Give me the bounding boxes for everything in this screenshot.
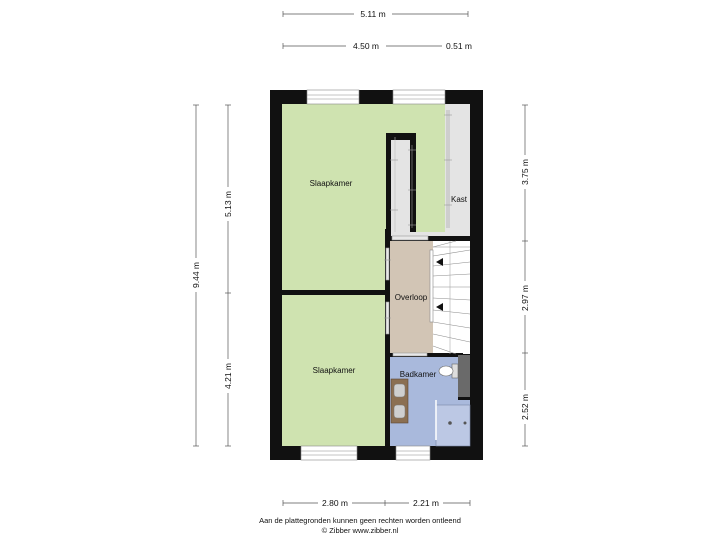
shower-icon — [435, 400, 471, 447]
toilet-icon — [438, 363, 459, 379]
footer-credit: © Zibber www.zibber.nl — [321, 526, 399, 535]
room-label-bedroom-top: Slaapkamer — [310, 179, 353, 188]
room-label-closet: Kast — [451, 195, 468, 204]
dim-left-lower: 4.21 m — [223, 363, 233, 389]
closet-floor — [391, 104, 470, 236]
dimension-labels: 5.11 m 4.50 m 0.51 m 2.80 m 2.21 m 9.44 … — [190, 8, 531, 509]
landing-floor — [390, 241, 433, 354]
footer-disclaimer: Aan de plattegronden kunnen geen rechten… — [259, 516, 461, 525]
dim-bottom-right: 2.21 m — [413, 498, 439, 508]
dim-left-upper: 5.13 m — [223, 191, 233, 217]
dim-right-middle: 2.97 m — [520, 285, 530, 311]
dim-top-left: 4.50 m — [353, 41, 379, 51]
dim-total-width: 5.11 m — [360, 9, 385, 19]
dim-top-right: 0.51 m — [446, 41, 472, 51]
stair-arrow-icon — [436, 258, 443, 311]
doors — [384, 110, 452, 357]
room-label-bedroom-bottom: Slaapkamer — [313, 366, 356, 375]
dim-right-lower: 2.52 m — [520, 394, 530, 420]
bedroom-bottom-floor — [282, 295, 385, 446]
bathroom-fixtures — [390, 363, 471, 447]
room-label-landing: Overloop — [395, 293, 428, 302]
sink-vanity-icon — [390, 378, 409, 424]
dim-right-upper: 3.75 m — [520, 159, 530, 185]
dim-left-total: 9.44 m — [191, 262, 201, 288]
windows — [300, 89, 446, 461]
stair-area — [433, 241, 470, 354]
staircase — [429, 240, 471, 355]
room-label-bathroom: Badkamer — [400, 370, 437, 379]
shaft-block — [458, 355, 470, 397]
bedroom-top-floor — [282, 104, 445, 290]
dim-bottom-left: 2.80 m — [322, 498, 348, 508]
